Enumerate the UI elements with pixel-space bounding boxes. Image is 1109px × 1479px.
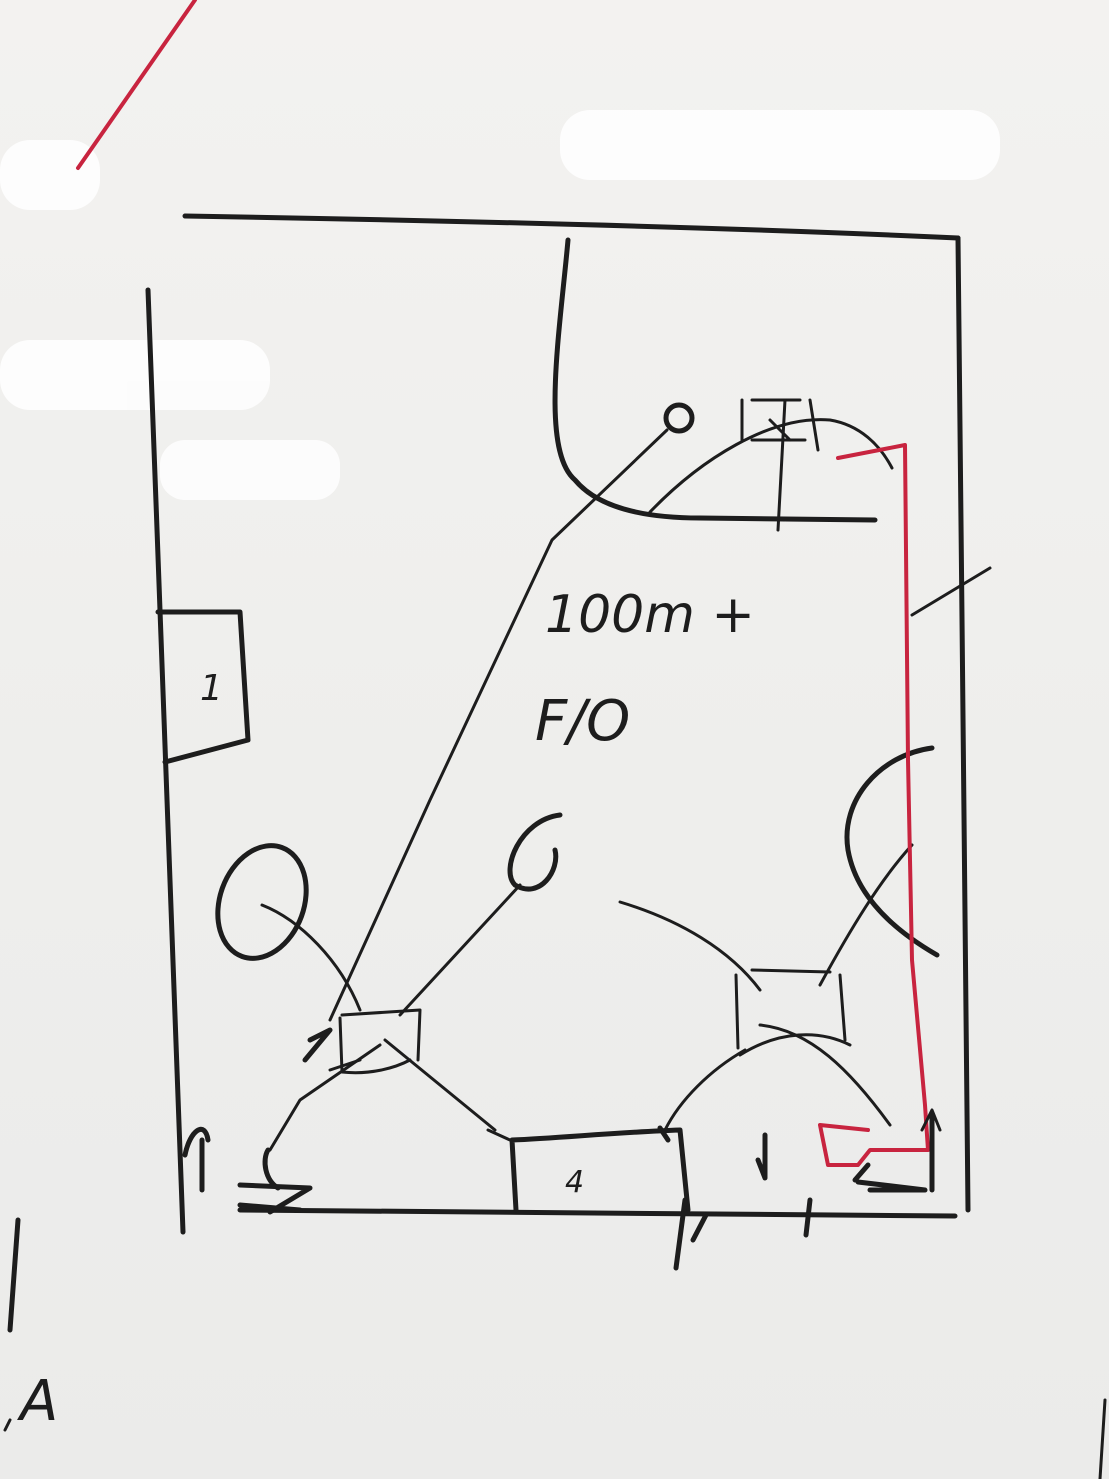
right-edge-mark — [1098, 1398, 1107, 1479]
cone-bottom-left — [237, 1147, 313, 1215]
box-4 — [486, 1125, 691, 1271]
arrow-down-bottom — [755, 1132, 768, 1181]
top-area — [552, 237, 894, 523]
field-outline — [145, 213, 971, 1235]
margin-marks — [3, 1217, 21, 1432]
tick-bottom-right — [803, 1197, 813, 1238]
box-1 — [155, 609, 251, 765]
goal-left — [268, 1008, 497, 1152]
pitch-note: F/O — [535, 689, 630, 754]
red-diagonal-line — [76, 0, 197, 170]
player-left — [215, 843, 362, 1012]
arrow-up-right — [852, 1108, 942, 1193]
red-run-line — [818, 443, 930, 1167]
player-right-curve — [844, 745, 940, 958]
goal-top — [740, 398, 820, 532]
cone-circle-top — [663, 402, 695, 434]
glare-highlights — [0, 110, 1000, 500]
box-1-label: 1 — [200, 668, 223, 709]
right-tick — [910, 566, 992, 617]
pass-line-long — [328, 428, 669, 1022]
corner-mark: A — [17, 1369, 58, 1434]
tick-bottom-mid — [690, 1212, 709, 1243]
player-center — [398, 812, 563, 1017]
distance-note: 100m + — [545, 585, 755, 645]
box-4-label: 4 — [565, 1165, 584, 1200]
goal-right — [618, 843, 914, 1132]
arrow-up-left — [182, 1126, 211, 1193]
